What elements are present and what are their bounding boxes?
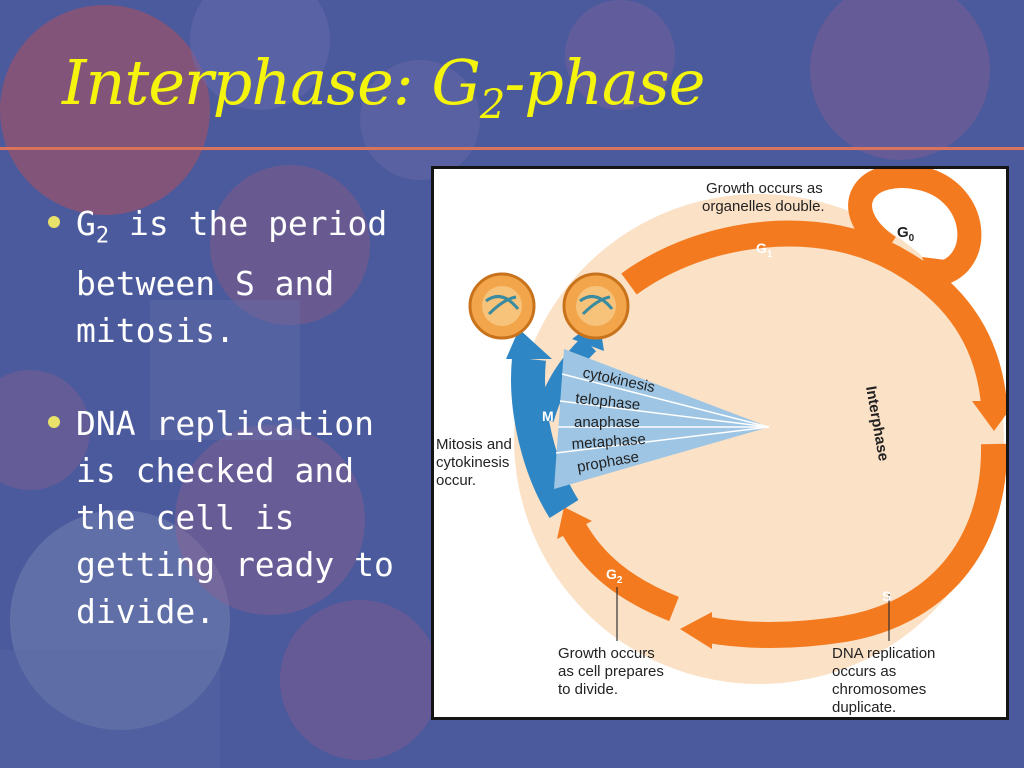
g1-note-line: Growth occurs as [706,180,823,197]
s-note-line: duplicate. [832,699,896,716]
g0-loop-arrow [848,169,982,286]
g2-label: G2 [606,566,623,586]
bullet-dot-icon [48,216,60,228]
g2-note-line: to divide. [558,681,618,698]
g1-arc [621,220,1006,406]
mitosis-note-line: Mitosis and [436,436,512,453]
mitosis-note-line: cytokinesis [436,454,509,471]
g1-label: G1 [756,240,773,260]
bullet-item: DNA replication is checked and the cell … [46,400,426,648]
s-note-line: occurs as [832,663,896,680]
g2-arc [562,522,679,622]
bullet-list: G2 is the period between S and mitosis. … [46,200,426,693]
mitosis-arrowhead-left-icon [506,329,552,359]
fan-divider [561,373,770,428]
bullet-pre: G [76,204,96,243]
s-note-line: DNA replication [832,645,935,662]
fan-divider [559,400,770,428]
g2-arrowhead-icon [557,507,592,539]
g0-label: G0 [897,224,915,244]
bullet-pre: DNA replication is checked and the cell … [76,403,394,631]
g1-arrowhead-icon [972,401,1006,431]
cell-icon-left [468,272,536,340]
s-note-line: chromosomes [832,681,926,698]
m-label: M [542,408,554,424]
mitosis-phase-fan [554,349,769,489]
mitosis-arc [511,357,579,519]
cell-cycle-svg: Growth occurs as organelles double. G1 G… [436,169,1006,716]
bullet-item: G2 is the period between S and mitosis. [46,200,426,354]
title-subscript: 2 [479,82,505,128]
fan-divider [555,426,770,454]
s-label: S [882,588,891,604]
phase-telophase: telophase [575,390,641,414]
s-arrowhead-icon [680,612,712,649]
title-main: Interphase: G [62,46,481,119]
phase-anaphase: anaphase [574,414,640,431]
bullet-sub: 2 [95,223,110,249]
title-suffix: -phase [504,46,705,119]
title-divider [0,147,1024,150]
slide-title: Interphase: G2-phase [62,52,705,128]
g2-note-line: as cell prepares [558,663,664,680]
phase-metaphase: metaphase [571,431,646,453]
bullet-dot-icon [48,415,60,428]
cell-body [514,194,1004,684]
s-arc [701,443,1006,648]
mitosis-note-line: occur. [436,472,476,489]
g2-note-line: Growth occurs [558,645,655,662]
bullet-rest: is the period between S and mitosis. [76,204,388,350]
cell-icon-right [562,272,630,340]
g1-note-line: organelles double. [702,198,825,215]
cell-cycle-diagram: Growth occurs as organelles double. G1 G… [431,166,1009,720]
